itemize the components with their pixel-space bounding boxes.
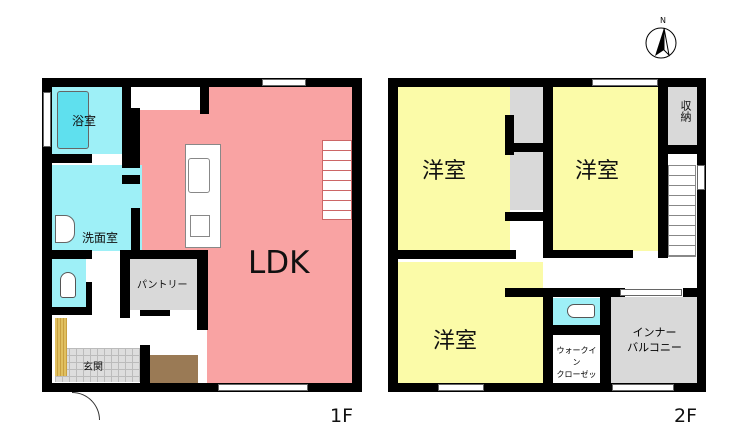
western-room-s-area (398, 262, 543, 384)
wall (42, 78, 52, 392)
wall (543, 250, 633, 258)
wall (697, 78, 706, 392)
room-label-bath: 浴室 (72, 114, 97, 128)
wall (388, 78, 398, 392)
wall (120, 258, 130, 318)
cooktop (190, 215, 210, 237)
western-room-ne-area (553, 86, 659, 251)
wall (600, 288, 611, 384)
room-label-inner-balcony: インナー バルコニー (611, 325, 698, 355)
toilet-icon (60, 272, 76, 298)
walk-in-closet-line2: クローゼット (556, 370, 597, 391)
shoe-cabinet (150, 355, 198, 384)
wall (52, 250, 92, 259)
western-room-nw-area (398, 86, 510, 250)
stairs-2f (668, 165, 696, 257)
wall (140, 310, 170, 316)
room-label-walk-in-closet: ウォークイン クローゼット (553, 345, 600, 393)
wall (42, 383, 362, 392)
room-label-pantry: パントリー (137, 280, 188, 291)
entrance-area (55, 348, 140, 382)
wall (197, 250, 208, 330)
room-label-storage: 収納 (679, 100, 692, 122)
entrance-door[interactable] (72, 392, 100, 420)
window (262, 79, 306, 86)
wall (52, 307, 92, 315)
window (43, 92, 51, 147)
toilet-2f-icon (567, 304, 595, 318)
bathtub (57, 91, 89, 149)
compass-label: N (660, 16, 666, 25)
compass-icon: N (642, 16, 680, 60)
walk-in-closet-line1: ウォークイン (556, 346, 597, 367)
inner-balcony-line1: インナー (632, 326, 677, 339)
wall (543, 288, 553, 384)
wall (543, 78, 553, 258)
wall (42, 78, 362, 87)
room-label-western-nw: 洋室 (422, 159, 467, 184)
storage-area (668, 86, 698, 146)
wall (505, 115, 514, 155)
inner-balcony-line2: バルコニー (627, 341, 682, 354)
room-label-washroom: 洗面室 (82, 231, 119, 245)
inner-balcony-area (611, 297, 698, 384)
wall (122, 175, 140, 184)
window (438, 384, 484, 391)
kitchen-counter (185, 144, 221, 248)
floor-label-2f: 2F (674, 405, 698, 427)
window (612, 384, 674, 391)
window (218, 384, 308, 391)
wall (510, 143, 545, 152)
window (697, 165, 705, 190)
pantry-area (130, 258, 197, 310)
wall (122, 86, 131, 168)
wall (131, 108, 140, 168)
walk-in-closet-area (553, 335, 600, 383)
wall (553, 325, 600, 335)
wall (140, 345, 150, 385)
wall (505, 212, 545, 221)
wall (505, 288, 625, 297)
ldk-area (207, 86, 353, 384)
wall (200, 86, 209, 114)
kitchen-sink (188, 158, 210, 193)
wall (52, 154, 92, 163)
floor-label-1f: 1F (330, 405, 354, 427)
wall (131, 208, 140, 258)
wall (388, 383, 706, 392)
wall (388, 250, 516, 259)
room-label-western-s: 洋室 (433, 329, 478, 354)
wall (352, 78, 362, 392)
wall (658, 86, 668, 258)
window (620, 289, 682, 296)
wall (120, 250, 200, 259)
sink (55, 215, 75, 243)
room-label-western-ne: 洋室 (575, 159, 620, 184)
wall (86, 282, 92, 307)
wall (658, 145, 698, 154)
room-label-ldk: LDK (248, 245, 310, 281)
wall (683, 288, 703, 297)
stairs-1f (322, 140, 352, 220)
room-label-entrance: 玄関 (83, 362, 103, 373)
window (592, 79, 658, 86)
entrance-step (55, 318, 67, 376)
